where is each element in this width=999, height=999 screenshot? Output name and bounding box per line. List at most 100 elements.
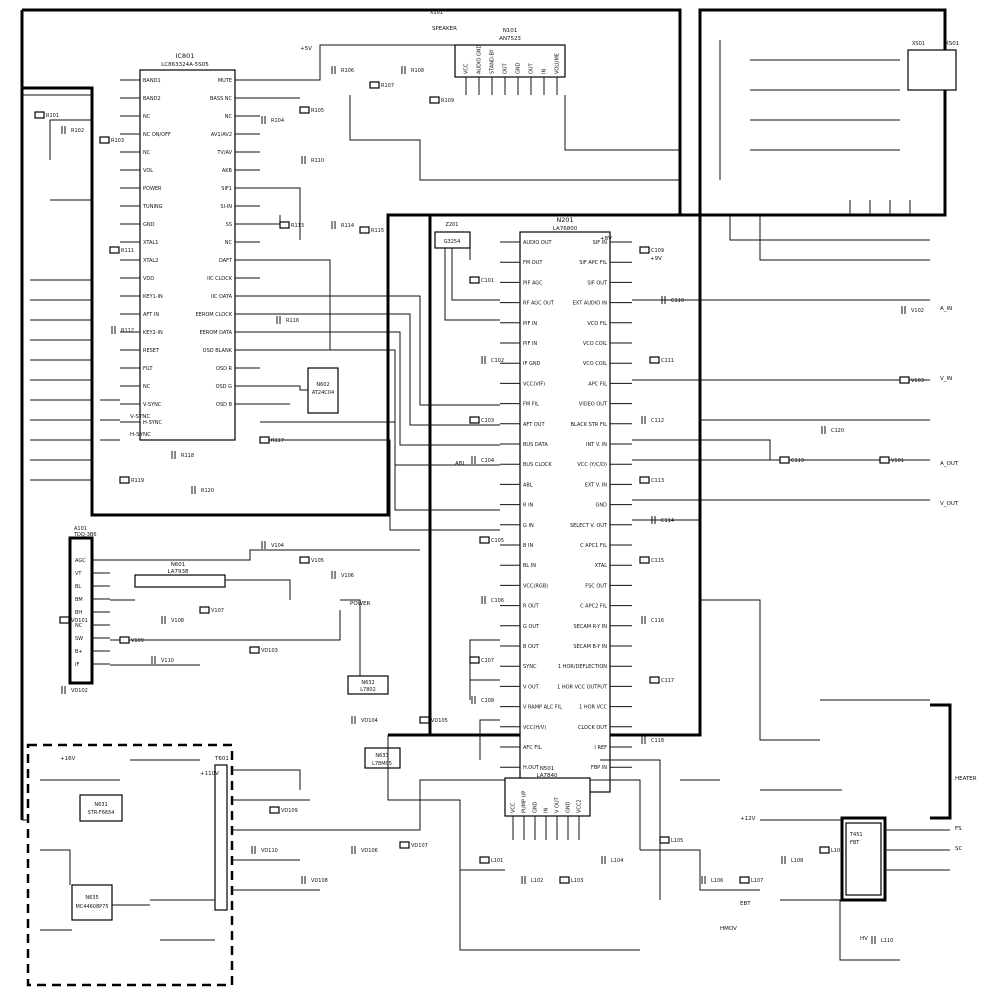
component-ref: R114: [341, 223, 354, 229]
n602-ref: N602: [316, 382, 329, 388]
component-ref: R101: [46, 113, 59, 119]
t451-part: FBT: [850, 840, 860, 846]
component-ref: C101: [481, 278, 494, 284]
component-ref: R112: [121, 328, 134, 334]
wire: [444, 248, 500, 321]
n201-left-pin: V RAMP ALC FIL: [523, 705, 562, 711]
n631-ref: N631: [94, 802, 107, 808]
component-ref: C111: [661, 358, 674, 364]
resistor: [899, 376, 910, 384]
resistor: [649, 676, 660, 684]
component-ref: VD103: [261, 648, 278, 654]
net-label: +16V: [60, 756, 76, 762]
n101-pin: STAND-BY: [490, 48, 496, 74]
component-ref: R103: [111, 138, 124, 144]
resistor: [429, 96, 440, 104]
ic801-right-pin: OSD G: [216, 384, 233, 390]
wire: [564, 95, 680, 151]
ic801-right-pin: OSD BLANK: [203, 348, 233, 354]
component-ref: L110: [881, 938, 893, 944]
ic801-left-pin: NC: [143, 114, 151, 120]
wire: [479, 719, 500, 760]
net-label: HMOV: [720, 926, 737, 932]
n201-left-pin: FM OUT: [523, 260, 543, 266]
component-ref: R108: [411, 68, 424, 74]
component-ref: C104: [481, 458, 494, 464]
resistor: [469, 656, 480, 664]
components: R101R102R103R104R105R106R107R108R109R110…: [34, 66, 924, 944]
resistor: [119, 476, 130, 484]
wire: [349, 95, 680, 181]
n601: N601 LA7938: [134, 562, 226, 588]
n201-left-pin: PIF IN: [523, 321, 537, 327]
n201-right-pin: SIF IN: [593, 240, 608, 246]
component-ref: C108: [481, 698, 494, 704]
wire: [729, 215, 930, 241]
wire: [640, 849, 760, 891]
ic801-left-pin: NC: [143, 384, 151, 390]
n501-ref: N501: [540, 766, 555, 772]
n201-left-pin: VCC(VIF): [523, 381, 545, 387]
n101-part: AN7523: [499, 36, 521, 42]
resistor: [369, 81, 380, 89]
component-ref: V107: [211, 608, 224, 614]
n201-right-pin: CLOCK OUT: [578, 725, 608, 731]
n635: N635 MC44608P75: [71, 884, 113, 921]
net-label: +9V: [650, 256, 662, 262]
net-label: A_OUT: [940, 461, 959, 467]
ic801-left-pin: GND: [143, 222, 155, 228]
a101-ref: A101: [74, 526, 87, 532]
wire: [590, 779, 641, 850]
net-label: SC: [955, 846, 962, 852]
resistor: [99, 136, 110, 144]
component-ref: VD104: [361, 718, 378, 724]
ic801-left-pin: VDD: [143, 276, 154, 282]
resistor: [659, 836, 670, 844]
net-label: V_IN: [940, 376, 952, 382]
n201-left-pin: V OUT: [523, 684, 540, 690]
n201-left-pin: FM FIL: [523, 402, 539, 408]
ic801-left-pin: FILT: [143, 366, 153, 372]
n201-left-pin: G IN: [523, 523, 534, 529]
n201-right-pin: FBP IN: [591, 765, 607, 771]
component-ref: L106: [711, 878, 723, 884]
component-ref: R105: [311, 108, 324, 114]
wire: [451, 248, 500, 301]
wire: [632, 439, 771, 460]
wire: [49, 119, 92, 160]
n201-right-pin: SELECT V. OUT: [570, 523, 608, 529]
n201-left-pin: AUDIO OUT: [523, 240, 553, 246]
ic801-left-pin: AFT IN: [143, 312, 159, 318]
wire: [260, 313, 500, 426]
ic801-left-pin: KEY2-IN: [143, 330, 163, 336]
z201-ref: Z201: [446, 222, 459, 228]
resistor: [469, 276, 480, 284]
component-ref: L101: [491, 858, 503, 864]
wire: [260, 349, 500, 466]
ic801-right-pin: AV1/AV2: [211, 132, 232, 138]
n201-right-pin: SECAM R-Y IN: [574, 624, 608, 630]
resistor: [559, 876, 570, 884]
n635-ref: N635: [85, 895, 98, 901]
resistor: [479, 536, 490, 544]
n602: N602 AT24C04: [307, 367, 339, 414]
component-ref: VD109: [281, 808, 298, 814]
xs01-ref: XS01: [912, 41, 925, 47]
ic801-right-pin: NC: [225, 240, 233, 246]
wire: [387, 735, 640, 951]
component-ref: R104: [271, 118, 284, 124]
component-ref: C112: [651, 418, 664, 424]
n201-right-pin: SIF OUT: [587, 280, 608, 286]
ic801-left-pin: V-SYNC: [143, 402, 162, 408]
component-ref: C102: [491, 358, 504, 364]
ic801-right-pin: OSD B: [216, 402, 233, 408]
n601-ref: N601: [171, 562, 186, 568]
net-label: +12V: [740, 816, 756, 822]
n631: N631 STR-F6654: [79, 794, 123, 822]
resistor: [399, 841, 410, 849]
n201-left-pin: BUS CLOCK: [523, 462, 552, 468]
component-ref: R117: [271, 438, 284, 444]
n201-left-pin: BUS DATA: [523, 442, 548, 448]
